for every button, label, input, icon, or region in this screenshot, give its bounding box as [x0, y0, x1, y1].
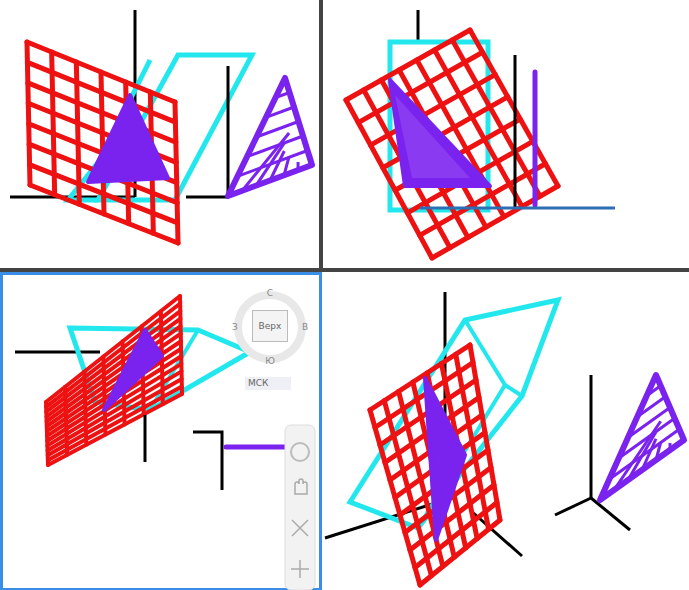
- grid-line: [48, 371, 182, 450]
- grid-line: [420, 520, 500, 585]
- compass-letter: З: [232, 323, 238, 332]
- view-top-left: [10, 10, 312, 243]
- viewcube-face: Верх: [252, 310, 288, 342]
- grid-line: [432, 186, 558, 258]
- divider: [319, 0, 323, 270]
- grid-line: [48, 394, 182, 465]
- compass-letter: С: [267, 289, 273, 298]
- view-bottom-left: [15, 295, 315, 590]
- grid-line: [30, 185, 178, 243]
- view-bottom-right: [325, 292, 684, 585]
- active-viewport-border: [2, 274, 321, 590]
- view-top-right: [346, 10, 615, 258]
- compass-letter: В: [302, 323, 308, 332]
- grid-line: [346, 30, 470, 100]
- view-label: МСК: [248, 379, 268, 388]
- compass-letter: Ю: [265, 357, 275, 366]
- view-label: Верх: [259, 322, 282, 331]
- ucs-dropdown: МСК: [245, 377, 291, 390]
- divider: [0, 268, 689, 272]
